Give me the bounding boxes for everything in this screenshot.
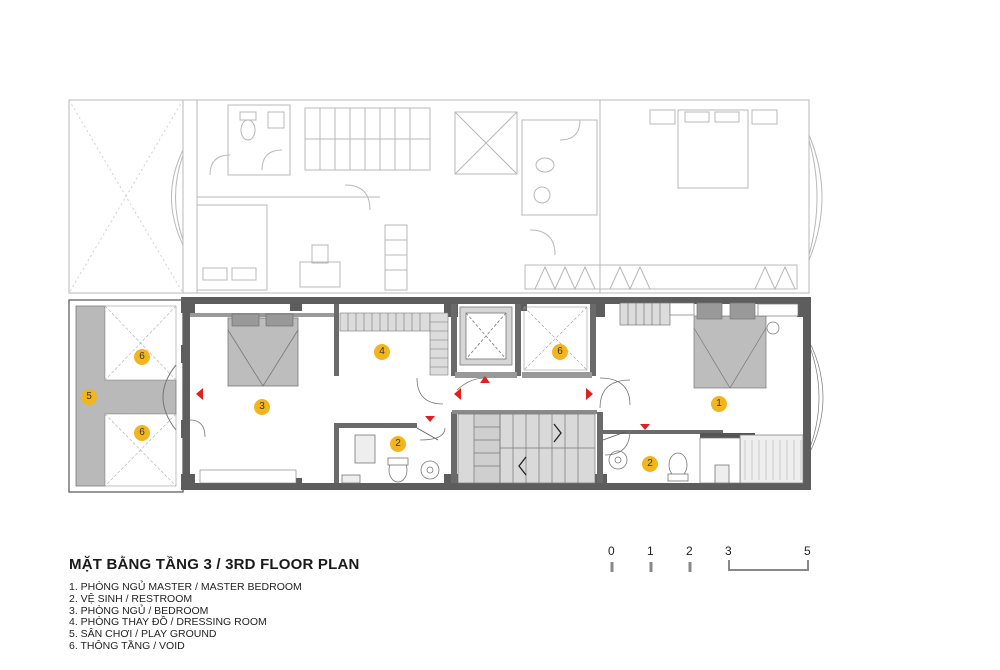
legend-item: 5. SÂN CHƠI / PLAY GROUND: [69, 628, 217, 641]
marker-void-middle: 6: [552, 344, 568, 360]
upper-floor-outline: [68, 99, 823, 294]
scale-label: 0: [608, 544, 615, 558]
void-middle: [523, 306, 588, 371]
master-bedroom-furniture: [619, 302, 824, 484]
legend-item: 6. THÔNG TẦNG / VOID: [69, 639, 185, 652]
lift-shaft: [459, 306, 513, 366]
scale-bar: [610, 560, 809, 572]
legend-list: 1. PHÒNG NGỦ MASTER / MASTER BEDROOM 2. …: [69, 581, 302, 653]
marker-restroom-left: 2: [390, 436, 406, 452]
stair: [457, 413, 596, 484]
legend-item: 2. VỆ SINH / RESTROOM: [69, 592, 193, 605]
restroom-right-fixtures: [602, 429, 730, 484]
marker-dressing-room: 4: [374, 344, 390, 360]
marker-void-bottom: 6: [134, 425, 150, 441]
exterior-walls: [183, 297, 811, 490]
door-swings: [416, 377, 631, 409]
scale-label: 3: [725, 544, 732, 558]
interior-walls: [190, 304, 755, 483]
bedroom-3-furniture: [189, 313, 299, 484]
restroom-left-fixtures: [341, 427, 446, 484]
marker-bedroom: 3: [254, 399, 270, 415]
legend-item: 1. PHÒNG NGỦ MASTER / MASTER BEDROOM: [69, 581, 302, 593]
marker-restroom-right: 2: [642, 456, 658, 472]
marker-master-bedroom: 1: [711, 396, 727, 412]
plan-title: MẶT BẰNG TẦNG 3 / 3RD FLOOR PLAN: [69, 556, 360, 573]
marker-void-top: 6: [134, 349, 150, 365]
legend-item: 3. PHÒNG NGỦ / BEDROOM: [69, 604, 209, 617]
direction-arrows: [196, 376, 650, 430]
legend-item: 4. PHÒNG THAY ĐỒ / DRESSING ROOM: [69, 616, 267, 629]
scale-label: 1: [647, 544, 654, 558]
dressing-room-furniture: [339, 312, 449, 376]
scale-label: 5: [804, 544, 811, 558]
marker-play-ground: 5: [81, 389, 97, 405]
scale-label: 2: [686, 544, 693, 558]
